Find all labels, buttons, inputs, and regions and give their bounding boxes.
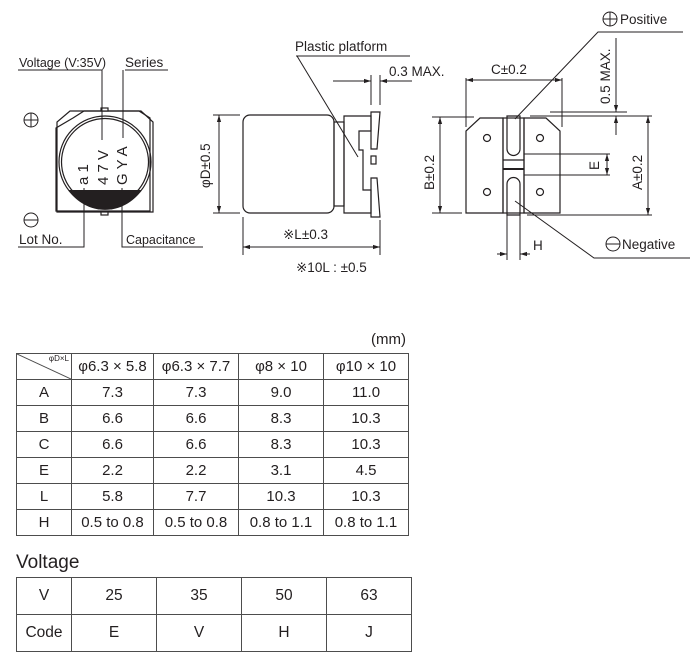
table-cell: 63 — [326, 577, 412, 615]
table-row: A 7.3 7.3 9.0 11.0 — [16, 379, 409, 406]
table-cell: 10.3 — [238, 483, 324, 510]
table-row: H 0.5 to 0.8 0.5 to 0.8 0.8 to 1.1 0.8 t… — [16, 509, 409, 536]
table-cell: 2.2 — [71, 457, 154, 484]
marking-capacitance-voltage: 4 7 V — [95, 150, 112, 185]
row-label: V — [16, 577, 72, 615]
side-view-labels: Plastic platform 0.3 MAX. φD±0.5 ※L±0.3 … — [198, 39, 445, 275]
table-cell: 25 — [71, 577, 157, 615]
b-dimension-label: B±0.2 — [422, 155, 437, 190]
table-cell: 8.3 — [238, 431, 324, 458]
table-cell: 50 — [241, 577, 327, 615]
top-view-labels: Voltage (V:35V) Series Lot No. Capacitan… — [19, 55, 196, 247]
table-cell: 0.8 to 1.1 — [238, 509, 324, 536]
table-cell: H — [241, 614, 327, 652]
voltage-section-title: Voltage — [16, 552, 80, 573]
lot-no-label: Lot No. — [19, 232, 63, 247]
table-cell: 10.3 — [323, 405, 409, 432]
bottom-view-labels: Positive Negative C±0.2 0.5 MAX. B±0.2 A… — [422, 12, 675, 253]
side-view-drawing — [213, 55, 412, 255]
max-03-label: 0.3 MAX. — [389, 64, 445, 79]
row-label: B — [16, 405, 72, 432]
h-dimension-label: H — [533, 238, 543, 253]
table-cell: 6.6 — [153, 405, 239, 432]
table-cell: 3.1 — [238, 457, 324, 484]
table-cell: J — [326, 614, 412, 652]
c-dimension-label: C±0.2 — [491, 62, 527, 77]
table-cell: 6.6 — [71, 431, 154, 458]
table-cell: 7.3 — [71, 379, 154, 406]
row-label: H — [16, 509, 72, 536]
row-label: Code — [16, 614, 72, 652]
voltage-label: Voltage (V:35V) — [19, 56, 106, 70]
unit-label: (mm) — [371, 331, 406, 348]
table-cell: 35 — [156, 577, 242, 615]
table-cell: 0.5 to 0.8 — [71, 509, 154, 536]
capacitance-label: Capacitance — [126, 233, 196, 247]
series-label: Series — [125, 55, 164, 70]
row-label: C — [16, 431, 72, 458]
positive-label: Positive — [620, 12, 667, 27]
table-cell: 10.3 — [323, 431, 409, 458]
voltage-code-table: V 25 35 50 63 Code E V H J — [16, 577, 412, 652]
plastic-platform-label: Plastic platform — [295, 39, 387, 54]
row-label: A — [16, 379, 72, 406]
table-header-row: φD×L φ6.3 × 5.8 φ6.3 × 7.7 φ8 × 10 φ10 ×… — [16, 353, 409, 380]
table-cell: 11.0 — [323, 379, 409, 406]
column-header: φ10 × 10 — [323, 353, 409, 380]
table-row: Code E V H J — [16, 614, 412, 652]
table-cell: 8.3 — [238, 405, 324, 432]
table-cell: 7.3 — [153, 379, 239, 406]
capacitor-dimension-drawings: Voltage (V:35V) Series Lot No. Capacitan… — [18, 11, 690, 275]
table-row: E 2.2 2.2 3.1 4.5 — [16, 457, 409, 484]
a-dimension-label: A±0.2 — [630, 155, 645, 190]
table-cell: V — [156, 614, 242, 652]
table-cell: 6.6 — [71, 405, 154, 432]
table-row: C 6.6 6.6 8.3 10.3 — [16, 431, 409, 458]
table-cell: 0.8 to 1.1 — [323, 509, 409, 536]
length-note-label: ※10L : ±0.5 — [296, 260, 367, 275]
column-header: φ8 × 10 — [238, 353, 324, 380]
table-cell: 4.5 — [323, 457, 409, 484]
corner-header-cell: φD×L — [16, 353, 72, 380]
bottom-view-drawing — [432, 11, 690, 260]
table-row: B 6.6 6.6 8.3 10.3 — [16, 405, 409, 432]
max-05-label: 0.5 MAX. — [598, 48, 613, 104]
table-cell: 7.7 — [153, 483, 239, 510]
length-label: ※L±0.3 — [283, 227, 328, 242]
e-dimension-label: E — [587, 161, 602, 170]
diameter-label: φD±0.5 — [198, 143, 213, 188]
negative-label: Negative — [622, 237, 675, 252]
diagonal-line — [17, 354, 71, 379]
row-label: E — [16, 457, 72, 484]
table-row: V 25 35 50 63 — [16, 577, 412, 615]
table-cell: 5.8 — [71, 483, 154, 510]
table-cell: 2.2 — [153, 457, 239, 484]
dimensions-table: φD×L φ6.3 × 5.8 φ6.3 × 7.7 φ8 × 10 φ10 ×… — [16, 353, 409, 536]
corner-label: φD×L — [48, 354, 69, 363]
table-cell: E — [71, 614, 157, 652]
column-header: φ6.3 × 7.7 — [153, 353, 239, 380]
table-cell: 10.3 — [323, 483, 409, 510]
table-cell: 0.5 to 0.8 — [153, 509, 239, 536]
column-header: φ6.3 × 5.8 — [71, 353, 154, 380]
row-label: L — [16, 483, 72, 510]
marking-series: G Y A — [114, 146, 131, 185]
marking-lot: a 1 — [75, 164, 92, 185]
top-view-drawing — [18, 69, 203, 248]
table-cell: 9.0 — [238, 379, 324, 406]
table-cell: 6.6 — [153, 431, 239, 458]
table-row: L 5.8 7.7 10.3 10.3 — [16, 483, 409, 510]
